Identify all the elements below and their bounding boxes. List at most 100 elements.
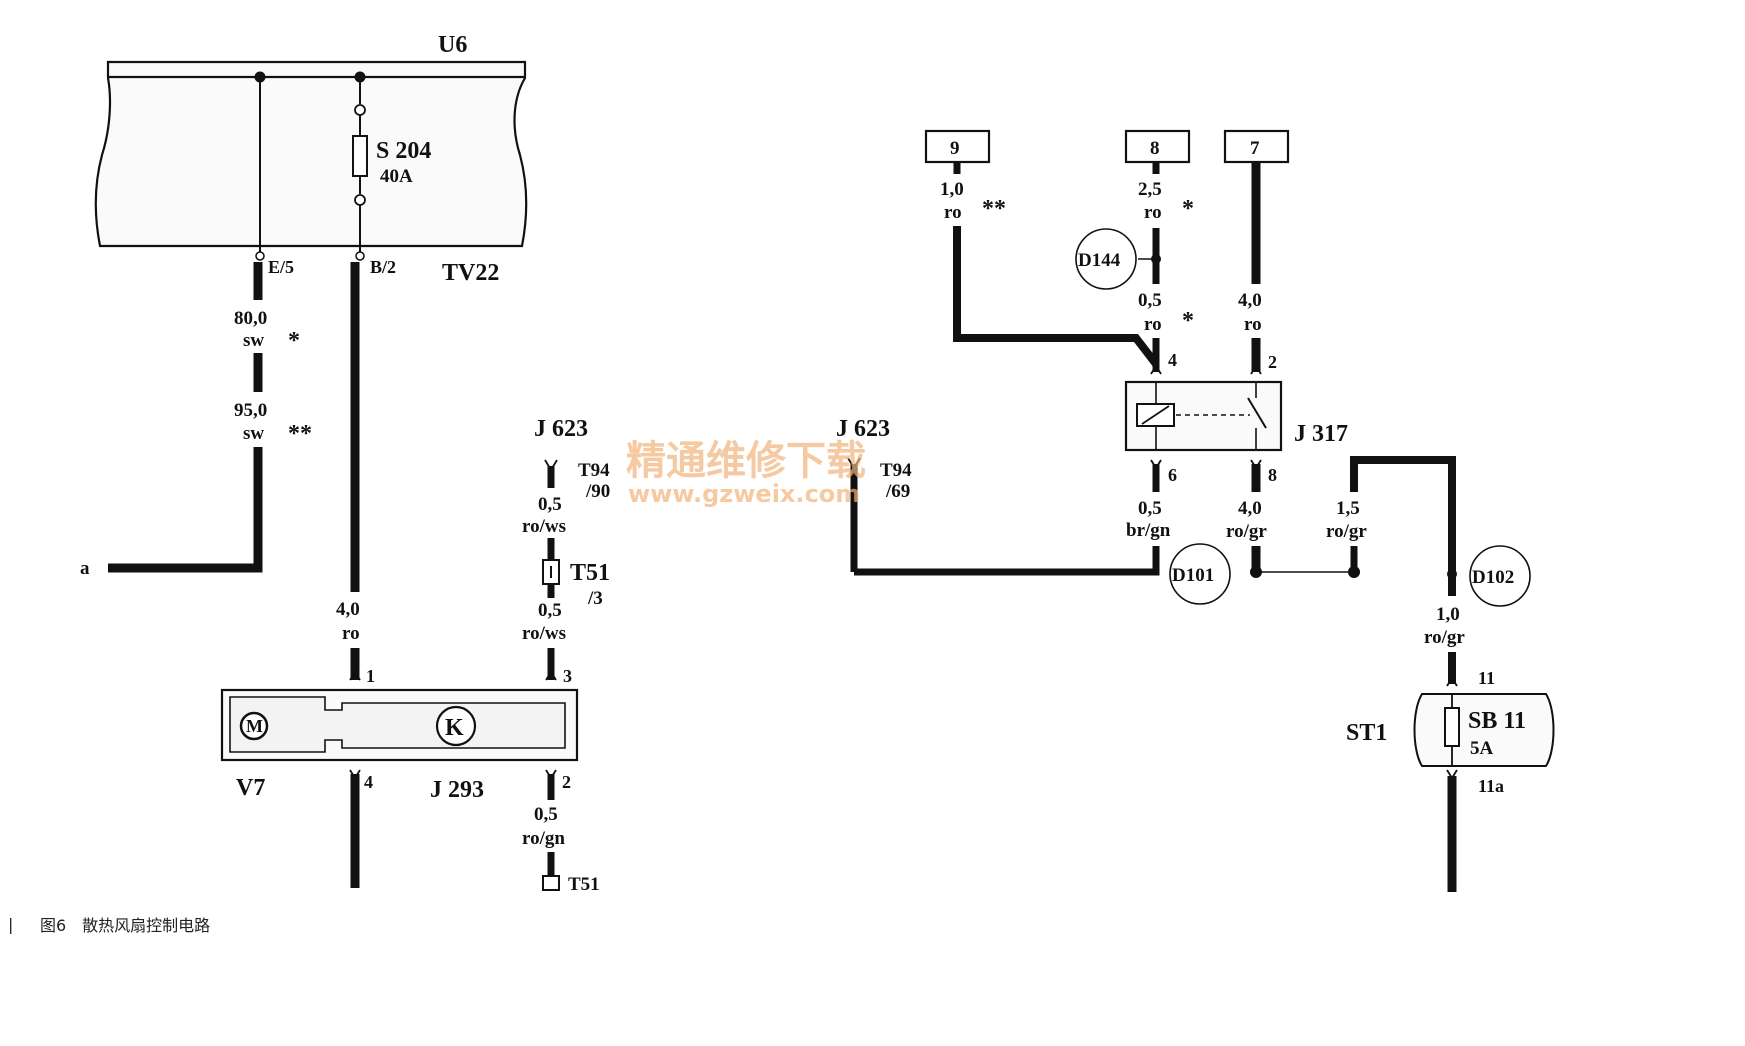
control-module-symbol [435,705,477,747]
t94-90-pin: /90 [585,481,610,502]
t94-90-label: T94 [578,460,610,481]
t94-69-pin: /69 [885,481,910,502]
j623-label: J 623 [534,416,588,442]
wire-color: ro/ws [522,623,566,644]
fuse-s204-label: S 204 [376,138,431,164]
module-letter: K [445,715,464,741]
terminal-box-9 [924,129,991,164]
t51-pin: /3 [587,588,603,609]
wire-size: 4,0 [1238,498,1262,519]
st1-fuse-holder: ST1 SB 11 5A 11a [1346,693,1555,892]
terminal-box-7 [1223,129,1290,164]
j317-pin-4: 4 [1168,350,1177,370]
j623-label: J 623 [836,416,890,442]
j293-fan-control-module: M K V7 J 293 [220,688,579,803]
j293-pin-2: 2 [562,772,571,792]
d101-connection-point [1169,543,1231,605]
wire-color: ro [1144,314,1162,335]
fuse-sb11-label: SB 11 [1468,708,1526,734]
svg-text:9: 9 [950,138,960,159]
j317-relay: J 317 [1124,380,1348,452]
wire-terminal-8-to-j317: 2,5 ro * D144 0,5 ro * 4 [1075,162,1194,375]
st1-pin-11: 11 [1478,668,1495,688]
wire-terminal-9-to-j317: 1,0 ro ** [940,162,1160,367]
st1-pin-11a: 11a [1478,776,1504,796]
wire-size: 1,0 [940,179,964,200]
wire-size: 0,5 [1138,498,1162,519]
caption-marker: | [8,915,13,934]
j293-label: J 293 [430,777,484,803]
wire-variant-mark: * [1182,308,1194,334]
wire-variant-mark: ** [288,421,312,447]
wire-color: ro/gr [1326,521,1367,542]
wire-size: 1,5 [1336,498,1360,519]
wire-j317-pin-6: 6 0,5 br/gn D101 [1126,459,1231,605]
fuse-sb11-symbol [1444,707,1460,747]
wire-color: ro/gr [1424,627,1465,648]
watermark-title: 精通维修下载 [626,438,866,484]
u6-fuse-carrier: U6 TV22 S 204 40A E/5 B/2 [94,32,528,286]
wire-terminal-7-to-j317: 4,0 ro 2 [1238,162,1277,375]
j317-pin-6: 6 [1168,465,1177,485]
wire-color: br/gn [1126,520,1171,541]
d144-label: D144 [1078,250,1121,271]
pin-e5-label: E/5 [268,257,294,277]
fuse-s204-rating: 40A [380,166,413,187]
wire-j317-pin-8: 8 4,0 ro/gr [1226,459,1360,578]
caption-text: 图6 散热风扇控制电路 [40,916,210,935]
t94-69-label: T94 [880,460,912,481]
wire-size: 1,0 [1436,604,1460,625]
wire-size: 4,0 [336,599,360,620]
wire-color: sw [243,423,264,444]
wire-size: 0,5 [534,804,558,825]
motor-letter: M [246,716,263,736]
wire-color: ro [944,202,962,223]
wire-size: 2,5 [1138,179,1162,200]
wire-size: 0,5 [1138,290,1162,311]
v7-label: V7 [236,775,265,801]
wire-color: ro/ws [522,516,566,537]
pin-b2-label: B/2 [370,257,396,277]
j293-output-wires: 4 2 0,5 ro/gn T51 [349,769,600,895]
wire-variant-mark: * [288,328,300,354]
fuse-s204-symbol [352,135,368,177]
fuse-sb11-rating: 5A [1470,738,1494,759]
wire-color: ro [1244,314,1262,335]
signal-wire-j623-t94-90: J 623 T94 /90 0,5 ro/ws T51 /3 0,5 ro/ws… [522,416,610,686]
j317-pin-2: 2 [1268,352,1277,372]
d144-connection-point [1075,228,1137,290]
cooling-fan-control-circuit-diagram: U6 TV22 S 204 40A E/5 B/2 80,0 sw * 95,0… [8,32,1555,935]
tv22-label: TV22 [442,260,499,286]
wire-size: 4,0 [1238,290,1262,311]
d101-label: D101 [1172,565,1214,586]
ground-wire-a: 80,0 sw * 95,0 sw ** a [80,262,312,579]
wire-color: ro/gn [522,828,565,849]
watermark: 精通维修下载 www.gzweix.com [626,438,866,508]
wire-size: 0,5 [538,600,562,621]
node-a-label: a [80,558,90,579]
svg-text:7: 7 [1250,138,1260,159]
st1-label: ST1 [1346,720,1387,746]
wire-variant-mark: * [1182,196,1194,222]
j317-pin-8: 8 [1268,465,1277,485]
j293-pin-4: 4 [364,772,373,792]
wire-size: 95,0 [234,400,267,421]
terminal-boxes: 9 8 7 [924,129,1290,164]
wire-color: ro [1144,202,1162,223]
t51-label: T51 [570,560,610,586]
fan-motor-symbol [239,711,269,741]
figure-caption: | 图6 散热风扇控制电路 [8,915,210,935]
j293-pin-3: 3 [563,666,572,686]
watermark-url: www.gzweix.com [628,480,860,508]
signal-wire-j623-t94-69: J 623 T94 /69 [836,416,1160,576]
wire-size: 80,0 [234,308,267,329]
wire-color: sw [243,330,264,351]
wire-size: 0,5 [538,494,562,515]
d102-connection-point [1469,545,1531,607]
j293-pin-1: 1 [366,666,375,686]
wire-color: ro [342,623,360,644]
d102-label: D102 [1472,567,1514,588]
svg-text:8: 8 [1150,138,1160,159]
wire-color: ro/gr [1226,521,1267,542]
j317-label: J 317 [1294,421,1348,447]
